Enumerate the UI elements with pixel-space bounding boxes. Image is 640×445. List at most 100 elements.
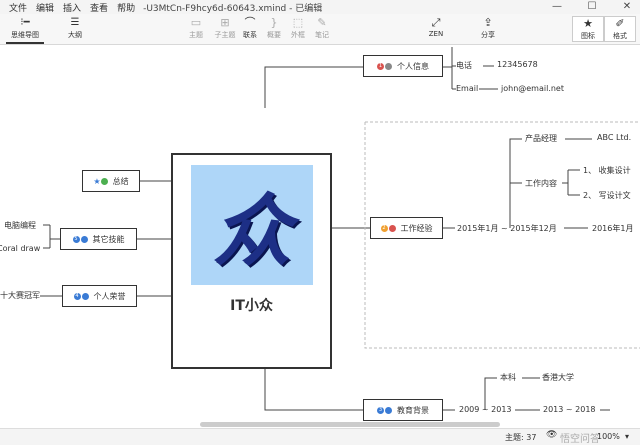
education-school[interactable]: 香港大学 <box>542 373 574 382</box>
topic-summary-label: 总结 <box>112 176 129 186</box>
note-label: 笔记 <box>315 31 329 39</box>
tab-outline-label: 大纲 <box>68 31 82 39</box>
maximize-button[interactable]: ☐ <box>587 1 597 12</box>
topic-education-label: 教育背景 <box>397 405 429 415</box>
watermark: 悟空问答 <box>560 434 600 445</box>
work-company[interactable]: ABC Ltd. <box>597 133 632 142</box>
format-button[interactable]: ✐ 格式 <box>604 16 636 42</box>
topic-button[interactable]: ▭主题 <box>183 16 209 40</box>
zoom-level[interactable]: 100% <box>597 432 620 441</box>
mindmap-canvas[interactable]: 众 IT小众 1 个人信息 电话 12345678 Email john@ema… <box>0 45 640 428</box>
topic-summary[interactable]: ★ 总结 <box>82 170 140 192</box>
share-label: 分享 <box>481 31 495 39</box>
close-button[interactable]: ✕ <box>622 1 632 12</box>
topic-personal-info-label: 个人信息 <box>397 61 429 71</box>
logo-glyph: 众 <box>212 186 291 277</box>
minimize-button[interactable]: — <box>552 1 562 12</box>
work-period[interactable]: 2016年1月 <box>592 224 634 233</box>
share-button[interactable]: ⇪ 分享 <box>476 16 500 40</box>
icons-button[interactable]: ★ 图标 <box>572 16 604 42</box>
window-controls: — ☐ ✕ <box>535 0 640 14</box>
central-image: 众 <box>191 165 313 285</box>
priority-badge: 5 <box>72 235 80 243</box>
topic-honors-label: 个人荣誉 <box>93 291 126 301</box>
outline-icon: ☰ <box>70 17 80 28</box>
menu-insert[interactable]: 插入 <box>63 3 82 14</box>
work-task[interactable]: 2、 写设计文 <box>583 191 631 200</box>
topic-skills-label: 其它技能 <box>92 234 125 244</box>
task-icon <box>81 292 89 300</box>
work-boundary <box>364 121 640 349</box>
education-degree[interactable]: 本科 <box>500 373 516 382</box>
education-period[interactable]: 2013 ~ 2018 <box>543 405 596 414</box>
line-personal-info <box>264 66 363 108</box>
connector-lines <box>40 47 640 411</box>
menu-help[interactable]: 帮助 <box>117 3 136 14</box>
relationship-icon: ⌒ <box>244 16 256 29</box>
work-content-label[interactable]: 工作内容 <box>525 179 557 188</box>
honor-item[interactable]: 十大赛冠军 <box>0 291 40 300</box>
priority-badge: 3 <box>377 406 384 414</box>
boundary-icon: ⬚ <box>292 16 304 29</box>
boundary-button[interactable]: ⬚ 外框 <box>286 16 310 40</box>
note-icon: ✎ <box>317 16 327 29</box>
priority-badge: 4 <box>73 292 81 300</box>
topic-honors[interactable]: 4 个人荣誉 <box>62 285 137 307</box>
zen-label: ZEN <box>428 30 444 38</box>
topic-education[interactable]: 3 教育背景 <box>363 399 443 421</box>
education-period[interactable]: 2009 ~ 2013 <box>459 405 512 414</box>
topic-count: 主题: 37 <box>505 433 537 442</box>
menu-file[interactable]: 文件 <box>9 3 28 14</box>
topic-work-label: 工作经验 <box>400 223 433 233</box>
summary-icon: } <box>270 16 278 29</box>
priority-badge: 1 <box>377 62 384 70</box>
flag-icon <box>388 224 396 232</box>
note-button[interactable]: ✎ 笔记 <box>310 16 334 40</box>
tab-mindmap-label: 思维导图 <box>11 31 39 39</box>
tab-mindmap[interactable]: ⁝━ 思维导图 <box>6 16 44 44</box>
zen-icon: ⤢ <box>431 16 441 29</box>
horizontal-scrollbar[interactable] <box>200 422 500 427</box>
star-icon: ★ <box>583 17 593 30</box>
menu-bar: 文件 编辑 插入 查看 帮助 -U3MtCn-F9hcy6d-60643.xmi… <box>0 0 640 14</box>
work-period[interactable]: 2015年1月 ~ 2015年12月 <box>457 224 557 233</box>
share-icon: ⇪ <box>483 16 493 29</box>
email-value[interactable]: john@email.net <box>501 84 564 93</box>
zen-button[interactable]: ⤢ZEN <box>424 16 448 38</box>
brush-icon: ✐ <box>615 17 625 30</box>
task-icon <box>80 235 88 243</box>
central-topic[interactable]: 众 IT小众 <box>171 153 332 369</box>
subtopic-button[interactable]: ⊞子主题 <box>210 16 240 40</box>
phone-label[interactable]: 电话 <box>456 61 472 70</box>
menu-view[interactable]: 查看 <box>90 3 109 14</box>
relationship-label: 联系 <box>243 31 257 39</box>
topic-work[interactable]: 2 工作经验 <box>370 217 443 239</box>
star-icon: ★ <box>93 176 101 186</box>
format-label: 格式 <box>613 32 627 40</box>
phone-value[interactable]: 12345678 <box>497 60 538 69</box>
summary-button[interactable]: } 概要 <box>262 16 286 40</box>
eye-icon[interactable]: 👁 <box>546 430 558 440</box>
topic-skills[interactable]: 5 其它技能 <box>60 228 137 250</box>
skill-item[interactable]: Coral draw <box>0 244 41 253</box>
progress-icon <box>100 177 108 185</box>
menu-edit[interactable]: 编辑 <box>36 3 55 14</box>
email-label[interactable]: Email <box>456 84 479 93</box>
toolbar: ⁝━ 思维导图 ☰ 大纲 ▭主题 ⊞子主题 ⌒ 联系 } 概要 ⬚ 外框 ✎ 笔记 ⤢Z… <box>0 14 640 45</box>
boundary-label: 外框 <box>291 31 305 39</box>
chevron-down-icon[interactable]: ▾ <box>625 432 630 441</box>
work-task[interactable]: 1、 收集设计 <box>583 166 631 175</box>
summary-label: 概要 <box>267 31 281 39</box>
topic-icon: ▭ <box>190 16 202 29</box>
task-icon <box>385 406 392 414</box>
relationship-button[interactable]: ⌒ 联系 <box>238 16 262 40</box>
tab-outline[interactable]: ☰ 大纲 <box>60 16 90 42</box>
priority-badge: 2 <box>380 224 388 232</box>
skill-item[interactable]: 电脑编程 <box>4 221 36 230</box>
central-topic-label: IT小众 <box>230 298 273 314</box>
topic-personal-info[interactable]: 1 个人信息 <box>363 55 443 77</box>
window-title: -U3MtCn-F9hcy6d-60643.xmind - 已编辑 <box>143 3 323 14</box>
icons-label: 图标 <box>581 32 595 40</box>
work-role[interactable]: 产品经理 <box>525 134 557 143</box>
status-bar: 主题: 37 👁 悟空问答 100% ▾ <box>0 428 640 445</box>
